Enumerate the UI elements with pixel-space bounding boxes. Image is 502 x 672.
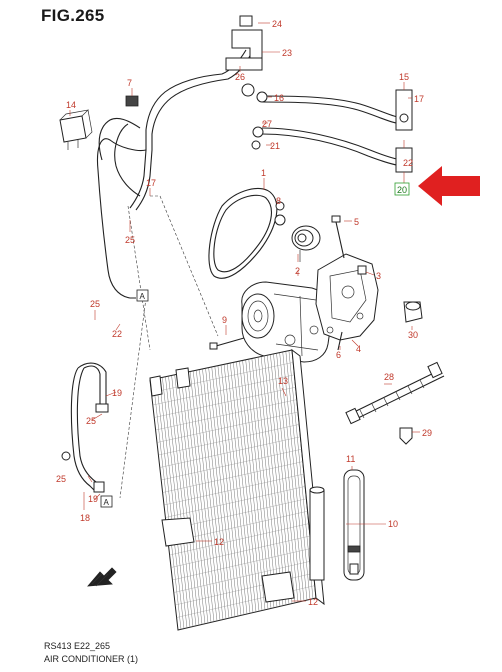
callout-3: 3 — [376, 271, 381, 281]
callout-29: 29 — [422, 428, 432, 438]
callout-20: 20 — [397, 185, 407, 195]
suction-hose-assembly — [96, 49, 413, 299]
callout-10: 10 — [388, 519, 398, 529]
assembly-dashes — [119, 195, 219, 499]
condenser-fin — [151, 362, 294, 393]
callout-26: 26 — [235, 72, 245, 82]
callout-labels: 24 23 26 7 14 16 15 17 27 21 22 20 1 8 1… — [56, 19, 432, 607]
callout-27: 27 — [262, 119, 272, 129]
condenser-fin — [163, 473, 305, 506]
condenser-fin — [159, 436, 301, 468]
callout-4: 4 — [356, 344, 361, 354]
harness-28 — [345, 361, 445, 425]
condenser-fin — [155, 399, 297, 431]
condenser-fin — [162, 461, 303, 493]
callout-28: 28 — [384, 372, 394, 382]
callout-6: 6 — [336, 350, 341, 360]
discharge-hose — [61, 362, 109, 493]
callout-30: 30 — [408, 330, 418, 340]
callout-25-d: 25 — [56, 474, 66, 484]
compressor-assembly — [209, 201, 379, 363]
callout-7: 7 — [127, 78, 132, 88]
condenser-fin — [170, 535, 311, 568]
callout-18: 18 — [80, 513, 90, 523]
desiccant-11 — [343, 469, 365, 581]
callout-5: 5 — [354, 217, 359, 227]
callout-23: 23 — [282, 48, 292, 58]
clip-29 — [399, 427, 413, 445]
condenser-fin — [156, 411, 299, 443]
ref-a-top-label: A — [140, 292, 146, 301]
callout-22-top: 22 — [403, 158, 413, 168]
callout-2: 2 — [295, 266, 300, 276]
condenser-fin — [172, 548, 312, 581]
figure-title: FIG.265 — [41, 6, 105, 25]
leader-lines — [69, 22, 420, 602]
condenser-fin — [165, 486, 306, 518]
ref-a-bottom-label: A — [104, 498, 110, 507]
condenser-fin — [161, 449, 302, 481]
highlight-box-20 — [394, 182, 410, 196]
condenser-fin — [169, 523, 309, 556]
relay-14 — [59, 109, 93, 150]
diagram-description: AIR CONDITIONER (1) — [44, 654, 139, 664]
callout-16: 16 — [274, 93, 284, 103]
condenser-fin — [152, 374, 295, 406]
callout-19-top: 19 — [112, 388, 122, 398]
callout-25-c: 25 — [86, 416, 96, 426]
callout-24: 24 — [272, 19, 282, 29]
callout-9: 9 — [222, 315, 227, 325]
callout-22-left: 22 — [112, 329, 122, 339]
callout-25-b: 25 — [90, 299, 100, 309]
condenser-fin — [158, 424, 300, 456]
callout-25-a: 25 — [125, 235, 135, 245]
callout-8: 8 — [276, 196, 281, 206]
callout-17-left: 17 — [146, 178, 156, 188]
callout-13: 13 — [278, 376, 288, 386]
callout-21: 21 — [270, 141, 280, 151]
callout-12-right: 12 — [308, 597, 318, 607]
condenser-fin — [154, 387, 296, 418]
callout-1: 1 — [261, 168, 266, 178]
drive-belt — [208, 188, 278, 279]
callout-14: 14 — [66, 100, 76, 110]
front-direction-icon — [87, 567, 117, 587]
diagram-code: RS413 E22_265 — [44, 641, 111, 651]
callout-19-bottom: 19 — [88, 494, 98, 504]
reference-a-top: A — [136, 289, 149, 302]
condenser — [149, 348, 325, 631]
callout-11: 11 — [346, 454, 355, 464]
reference-a-bottom: A — [100, 495, 113, 508]
clip-7 — [125, 95, 139, 107]
hose-bracket-top — [225, 15, 268, 150]
condenser-fin — [173, 560, 313, 593]
highlight-arrow-icon — [418, 166, 480, 206]
o-ring-30 — [403, 301, 423, 323]
callout-12-left: 12 — [214, 537, 224, 547]
callout-15: 15 — [399, 72, 409, 82]
callout-17-right: 17 — [414, 94, 424, 104]
